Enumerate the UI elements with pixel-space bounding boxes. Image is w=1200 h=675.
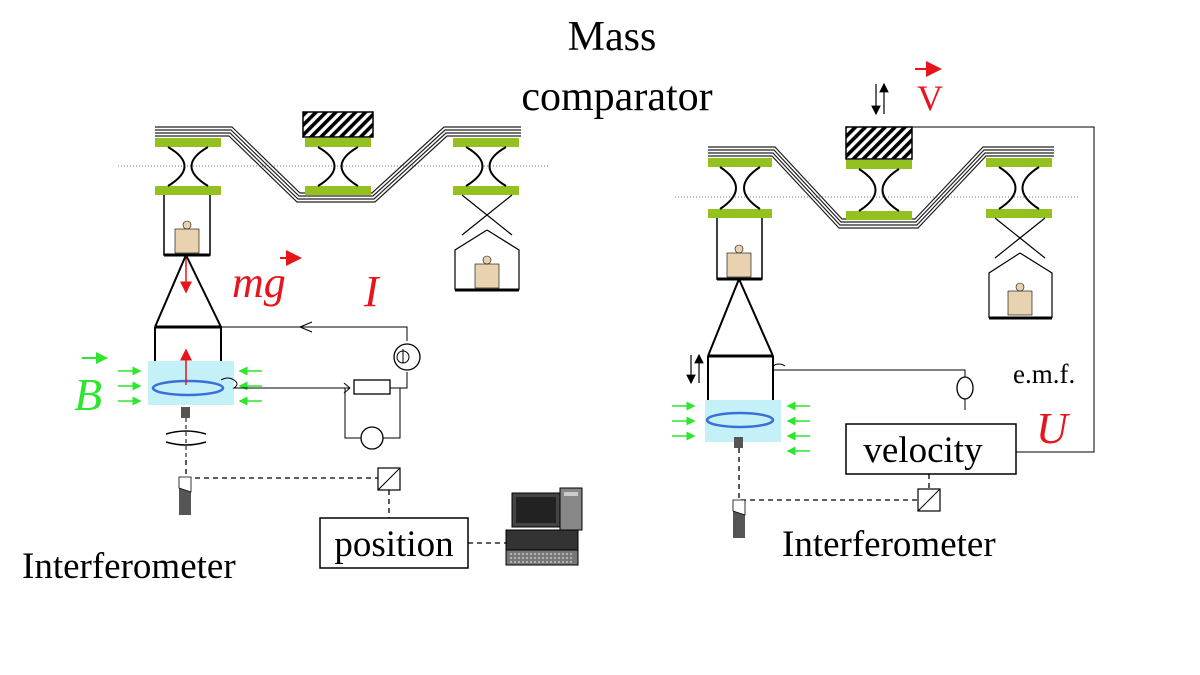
position-label: position	[334, 524, 453, 565]
right-flexure-2	[846, 160, 912, 220]
right-flexure-1	[708, 158, 772, 218]
right-setup: V	[672, 61, 1095, 565]
left-tare-weight	[474, 263, 500, 289]
left-tare-weight-head	[482, 255, 492, 265]
right-weight-pan	[716, 218, 763, 281]
left-beam-splitter	[377, 467, 401, 491]
title-line-2: comparator	[521, 74, 712, 120]
right-tare-weight	[1007, 290, 1033, 316]
left-voltmeter	[360, 426, 384, 450]
left-rotation-arrows	[165, 430, 207, 446]
right-velocity-label: V	[917, 78, 943, 118]
left-weight-pan	[163, 195, 211, 257]
right-circuit	[772, 126, 1095, 453]
velocity-box	[845, 423, 1017, 475]
right-hatched-mass	[845, 126, 913, 160]
right-interferometer-caption: Interferometer	[782, 524, 996, 565]
left-hatched-mass	[302, 111, 374, 138]
right-field-arrows	[672, 401, 810, 456]
left-coil	[151, 379, 225, 397]
left-current-source	[393, 343, 421, 371]
right-meter	[956, 376, 974, 400]
computer-icon	[505, 487, 583, 566]
left-interferometer-caption: Interferometer	[22, 546, 236, 587]
right-flexure-3	[986, 158, 1052, 218]
velocity-label: velocity	[863, 430, 983, 471]
title-line-1: Mass	[568, 14, 657, 60]
right-motion-arrows	[871, 82, 889, 116]
right-coil-motion-arrows	[686, 353, 704, 385]
left-field-label: B	[74, 369, 102, 420]
left-flexure-2	[305, 138, 371, 195]
right-coil-suspension	[707, 278, 774, 420]
left-force-label: mg	[232, 258, 286, 307]
right-emf-label: e.m.f.	[1013, 359, 1075, 389]
left-reflector	[181, 407, 190, 418]
right-field-region	[705, 400, 781, 442]
left-current-label: I	[363, 267, 381, 316]
right-laser-mirror	[732, 499, 746, 538]
right-balance-beam	[708, 146, 1054, 229]
left-flexure-1	[155, 138, 221, 195]
left-circuit	[220, 321, 408, 439]
right-coil	[705, 411, 775, 429]
right-beam-splitter	[917, 488, 941, 512]
left-field-arrows	[118, 366, 262, 406]
left-setup: mg I B	[22, 111, 583, 587]
left-tare-pan	[454, 194, 520, 292]
right-voltage-label: U	[1036, 404, 1071, 453]
right-interferometer-path	[738, 448, 930, 501]
left-laser-mirror	[178, 476, 192, 515]
right-tare-weight-head	[1015, 282, 1025, 292]
left-interferometer-path	[185, 460, 390, 518]
left-flexure-3	[453, 138, 519, 195]
right-reflector	[734, 437, 743, 448]
right-tare-pan	[988, 217, 1053, 320]
position-box	[319, 517, 469, 569]
left-resistor	[353, 379, 391, 395]
